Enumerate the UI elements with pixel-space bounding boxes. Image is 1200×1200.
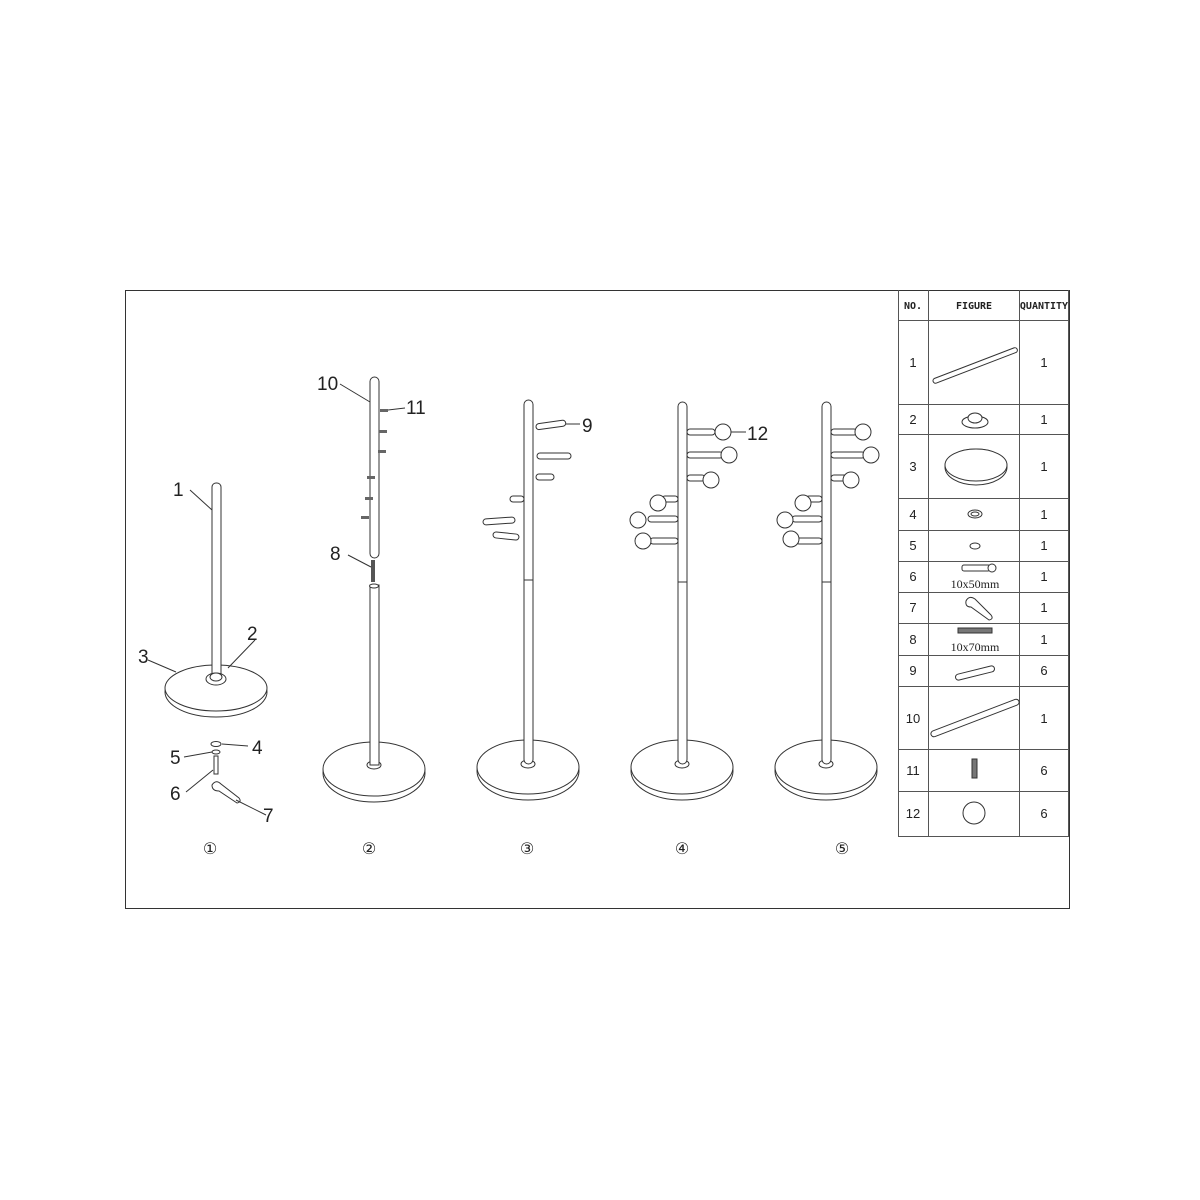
label-part-3: 3: [138, 647, 149, 668]
washer-part-4: [210, 741, 222, 747]
rod-dimension: 10x70mm: [951, 640, 1000, 654]
label-part-10: 10: [317, 374, 338, 395]
figure-threaded-rod: [957, 627, 993, 634]
label-part-6: 6: [170, 784, 181, 805]
label-part-12: 12: [747, 424, 768, 445]
table-cell: 1: [909, 355, 916, 370]
table-cell: 1: [1040, 632, 1047, 647]
figure-peg: [955, 665, 995, 681]
figure-bolt: [961, 564, 991, 572]
figure-screw: [971, 758, 978, 779]
bolt-dimension: 10x50mm: [951, 577, 1000, 591]
header-no: NO.: [904, 301, 922, 312]
table-cell: 8: [909, 632, 916, 647]
step-5-figure: [774, 401, 880, 801]
figure-spring-washer: [969, 542, 981, 550]
step-number-5: ⑤: [835, 839, 849, 858]
step-4-figure: [629, 401, 746, 801]
table-cell: 11: [906, 763, 920, 778]
table-cell: 1: [1040, 412, 1047, 427]
step-1-figure: [147, 482, 268, 816]
upper-pole-part-10: [369, 376, 380, 559]
table-cell: 6: [1040, 806, 1047, 821]
header-quantity: QUANTITY: [1020, 301, 1068, 312]
threaded-rod-part-8: [371, 560, 375, 582]
label-part-11: 11: [406, 398, 426, 419]
label-part-8: 8: [330, 544, 341, 565]
label-part-1: 1: [173, 480, 184, 501]
step-number-1: ①: [203, 839, 217, 858]
label-part-4: 4: [252, 738, 263, 759]
table-cell: 7: [909, 600, 916, 615]
step-number-4: ④: [675, 839, 689, 858]
table-cell: 12: [906, 806, 920, 821]
table-cell: 6: [1040, 763, 1047, 778]
table-cell: 5: [909, 538, 916, 553]
table-cell: 1: [1040, 355, 1047, 370]
figure-upper-pole: [930, 698, 1020, 738]
table-cell: 6: [1040, 663, 1047, 678]
pole-part-1: [211, 482, 222, 680]
label-part-2: 2: [247, 624, 258, 645]
figure-wrench: [965, 596, 993, 621]
label-part-9: 9: [582, 416, 593, 437]
table-cell: 1: [1040, 711, 1047, 726]
figure-ball: [962, 801, 986, 825]
table-cell: 1: [1040, 507, 1047, 522]
step-3-figure: [476, 399, 580, 801]
step-2-figure: [322, 376, 426, 803]
table-cell: 6: [909, 569, 916, 584]
table-cell: 2: [909, 412, 916, 427]
step-number-3: ③: [520, 839, 534, 858]
table-cell: 1: [1040, 569, 1047, 584]
bolt-part-6: [213, 755, 219, 775]
step-number-2: ②: [362, 839, 376, 858]
table-cell: 9: [909, 663, 916, 678]
label-part-7: 7: [263, 806, 274, 827]
diagram-frame: [125, 290, 1070, 909]
figure-tube-pole: [932, 347, 1018, 384]
table-cell: 4: [909, 507, 916, 522]
table-cell: 3: [909, 459, 916, 474]
table-cell: 10: [906, 711, 920, 726]
header-figure: FIGURE: [956, 301, 992, 312]
table-cell: 1: [1040, 600, 1047, 615]
label-part-5: 5: [170, 748, 181, 769]
table-cell: 1: [1040, 538, 1047, 553]
spring-washer-part-5: [211, 749, 221, 755]
table-cell: 1: [1040, 459, 1047, 474]
wrench-part-7: [211, 781, 241, 804]
